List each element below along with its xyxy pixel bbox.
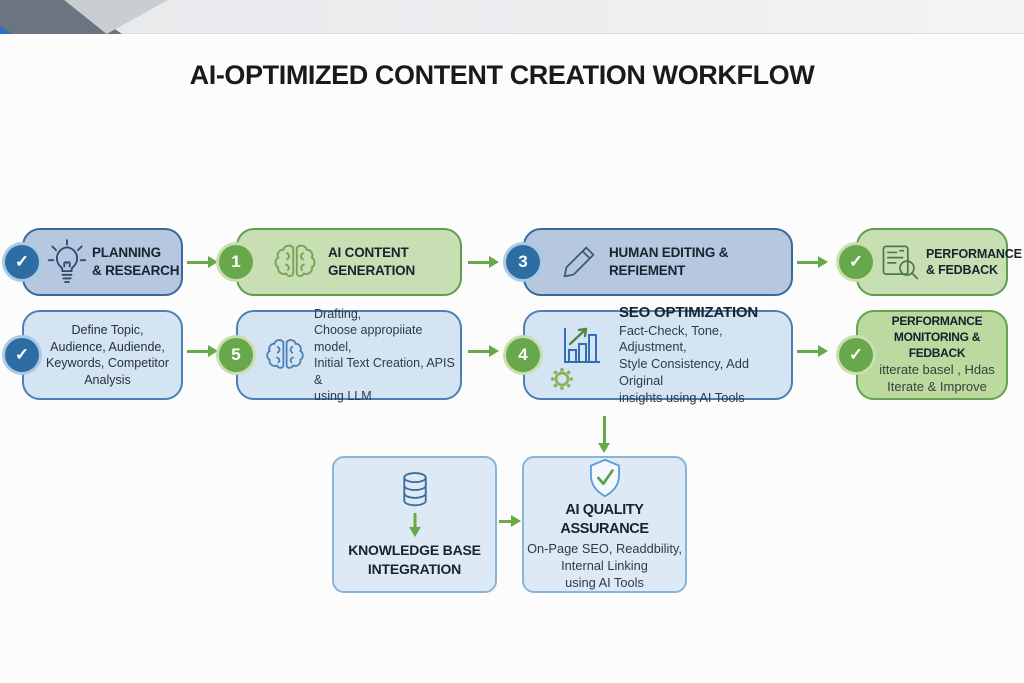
stage-text: On-Page SEO, Readdbility, Internal Linki…: [527, 541, 682, 590]
shield-check-icon: [586, 457, 624, 499]
check-badge: ✓: [839, 338, 873, 372]
flow-arrow-right: [499, 515, 521, 527]
flow-arrow-right: [468, 345, 499, 357]
stage-text: Define Topic, Audience, Audiende, Keywor…: [46, 323, 169, 387]
flow-arrow-right: [797, 256, 828, 268]
stage-box-knowledge-base: KNOWLEDGE BASE INTEGRATION: [332, 456, 497, 593]
step-badge-4: 4: [506, 338, 540, 372]
page-title: AI-OPTIMIZED CONTENT CREATION WORKFLOW: [189, 60, 815, 90]
brain-icon: [272, 242, 318, 282]
stage-title: SEO OPTIMIZATION: [619, 304, 759, 322]
step-badge-1: 1: [219, 245, 253, 279]
check-badge: ✓: [5, 338, 39, 372]
bar-chart-gear-icon: [549, 318, 611, 392]
flow-arrow-down: [598, 416, 610, 453]
lightbulb-icon: [46, 238, 88, 286]
check-badge: ✓: [5, 245, 39, 279]
brain-icon: [264, 337, 306, 373]
stage-box-quality-assurance: AI QUALITY ASSURANCE On-Page SEO, Readdb…: [522, 456, 687, 593]
stage-title: KNOWLEDGE BASE INTEGRATION: [348, 542, 481, 577]
down-arrow-icon: [407, 513, 423, 538]
flow-arrow-right: [797, 345, 828, 357]
stage-box-seo-optimization: 4 SE: [506, 304, 793, 405]
stage-text: itterate basel , Hdas Iterate & Improve: [879, 362, 995, 395]
stage-box-define-topic: ✓ Define Topic, Audience, Audiende, Keyw…: [5, 310, 183, 400]
flow-arrow-right: [187, 345, 218, 357]
report-magnifier-icon: [880, 243, 920, 281]
stage-box-ai-content: 1 AI CONTENT GENERATION: [219, 228, 462, 296]
stage-box-performance: ✓ PERFORMANCE & FEDBACK: [839, 228, 1022, 296]
step-badge-5: 5: [219, 338, 253, 372]
stage-title: AI QUALITY ASSURANCE: [560, 502, 649, 538]
header-banner: [0, 0, 1024, 34]
banner-blue-triangle: [0, 26, 12, 34]
stage-title: HUMAN EDITING & REFIEMENT: [609, 245, 729, 278]
check-badge: ✓: [839, 245, 873, 279]
stage-box-monitoring: ✓ PERFORMANCE MONITORING & FEDBACK itter…: [839, 310, 1008, 400]
stage-box-drafting: 5 Drafting, Choose appropiiate model, In…: [219, 307, 462, 403]
stage-title: AI CONTENT GENERATION: [328, 245, 416, 278]
stage-title: PERFORMANCE & FEDBACK: [926, 246, 1022, 277]
pencil-icon: [561, 244, 597, 280]
stage-title: PLANNING & RESEARCH: [92, 245, 180, 278]
stage-text: Drafting, Choose appropiiate model, Init…: [314, 306, 455, 404]
stage-box-human-editing: 3 HUMAN EDITING & REFIEMENT: [506, 228, 793, 296]
step-badge-3: 3: [506, 245, 540, 279]
stage-text: Fact-Check, Tone, Adjustment, Style Cons…: [619, 322, 749, 406]
flow-arrow-right: [187, 256, 218, 268]
stage-box-planning: ✓ PLANNING & RESEARCH: [5, 228, 183, 296]
flow-arrow-right: [468, 256, 499, 268]
database-icon: [398, 471, 432, 509]
stage-title: PERFORMANCE MONITORING & FEDBACK: [891, 314, 983, 360]
